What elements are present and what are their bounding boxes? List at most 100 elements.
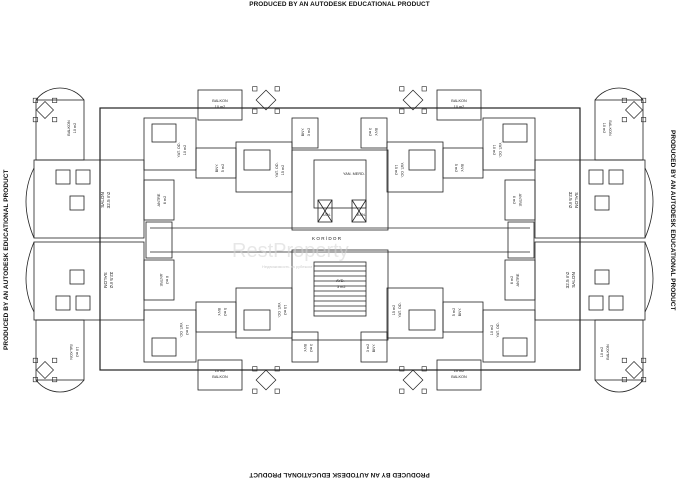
elevator-label-1: ASN.	[322, 213, 331, 217]
chair	[52, 377, 58, 383]
room-label: YAT. OD.	[275, 162, 279, 177]
sofa	[608, 169, 624, 185]
room-label: ANTRE	[516, 273, 520, 286]
salon-bay	[644, 241, 654, 313]
room-label: 10 m2	[183, 145, 187, 156]
room-label: 32.5 m2	[106, 191, 111, 208]
room-label: 10 m2	[75, 347, 79, 358]
chair	[399, 108, 405, 114]
elevator-label-2: ASN.	[357, 213, 366, 217]
bed	[243, 149, 271, 171]
watermark-brand: RestProperty	[232, 240, 349, 262]
stair-lobby-area: 3 m2	[337, 285, 345, 289]
bed	[151, 337, 177, 357]
watermark-tagline: Недвижимость за рубежом	[262, 264, 312, 269]
room-label: 3 m2	[307, 128, 311, 136]
elevator-1	[317, 199, 333, 223]
chair	[52, 117, 58, 123]
room-label: 5 m2	[221, 164, 225, 172]
room-label: BNY.	[303, 344, 307, 352]
room-label: 10 m2	[600, 347, 604, 358]
balcony-curve	[594, 87, 644, 101]
balcony-table	[625, 361, 643, 379]
bed	[408, 149, 436, 171]
chair	[274, 108, 280, 114]
wc-nw	[291, 117, 319, 149]
chair	[641, 117, 647, 123]
room-label: SALON	[100, 192, 105, 208]
room-label: ANTRE	[157, 193, 161, 206]
wc-sw	[291, 331, 319, 363]
sofa	[75, 295, 91, 311]
room-label: 15 m2	[394, 165, 398, 176]
room-label: ANTRE	[518, 194, 522, 207]
room-label: SALON	[574, 192, 579, 208]
room-label: 32.5 m2	[568, 192, 573, 209]
room-label: YAT. OD.	[398, 302, 402, 317]
banyo-ne	[442, 147, 484, 179]
core-north	[291, 149, 389, 231]
chair	[252, 366, 258, 372]
yat1-ne	[482, 117, 536, 171]
balcony-small-sw	[197, 359, 243, 391]
antre-nw	[143, 179, 175, 221]
room-label: 10 m2	[454, 105, 465, 109]
chair	[421, 108, 427, 114]
chair	[621, 117, 627, 123]
room-label: SALON	[103, 272, 108, 288]
chair	[32, 377, 38, 383]
room-label: BALKON	[451, 375, 467, 379]
room-label: 3 m2	[309, 344, 313, 352]
wall-line	[317, 199, 333, 223]
chair	[32, 357, 38, 363]
wall-line	[351, 199, 367, 223]
balcony-curve	[35, 87, 85, 101]
chair	[32, 97, 38, 103]
bed	[502, 337, 528, 357]
chair	[421, 366, 427, 372]
coffee-table	[594, 195, 610, 211]
room-label: BNY.	[372, 344, 376, 352]
chair	[52, 97, 58, 103]
room-label: BALKON	[67, 120, 71, 136]
room-label: 10 m2	[215, 105, 226, 109]
room-label: BALKON	[608, 120, 612, 136]
bed	[243, 309, 271, 331]
room-label: 5 m2	[454, 164, 458, 172]
chair	[399, 86, 405, 92]
room-label: YAT. OD.	[400, 162, 404, 177]
balcony-table	[36, 361, 54, 379]
chair	[399, 388, 405, 394]
salon-sw	[33, 241, 145, 321]
room-label: 15 m2	[283, 305, 287, 316]
room-label: YAT. OD.	[179, 322, 183, 337]
salon-bay	[644, 167, 654, 239]
banyo-se	[442, 301, 484, 333]
salon-se	[534, 241, 646, 321]
banyo-nw	[195, 147, 237, 179]
room-label: 5 m2	[223, 308, 227, 316]
room-label: 32.5 m2	[565, 271, 570, 288]
room-label: 3 m2	[368, 128, 372, 136]
yat1-nw	[143, 117, 197, 171]
banyo-sw	[195, 301, 237, 333]
chair	[399, 366, 405, 372]
room-label: 10 m2	[454, 369, 465, 373]
room-label: 6 m2	[165, 276, 169, 284]
room-label: BALKON	[212, 99, 228, 103]
room-label: 10 m2	[492, 145, 496, 156]
room-label: BNY.	[215, 164, 219, 172]
chair	[621, 377, 627, 383]
wc-ne	[360, 117, 388, 149]
shaft-box	[313, 159, 367, 209]
room-label: BNY.	[460, 164, 464, 172]
elevator-2	[351, 199, 367, 223]
chair	[621, 357, 627, 363]
room-label: 5 m2	[452, 308, 456, 316]
chair	[252, 108, 258, 114]
chair	[252, 86, 258, 92]
balcony-table	[255, 89, 277, 111]
salon-ne	[534, 159, 646, 239]
room-label: ANTRE	[159, 274, 163, 287]
room-label: BNY.	[217, 308, 221, 316]
